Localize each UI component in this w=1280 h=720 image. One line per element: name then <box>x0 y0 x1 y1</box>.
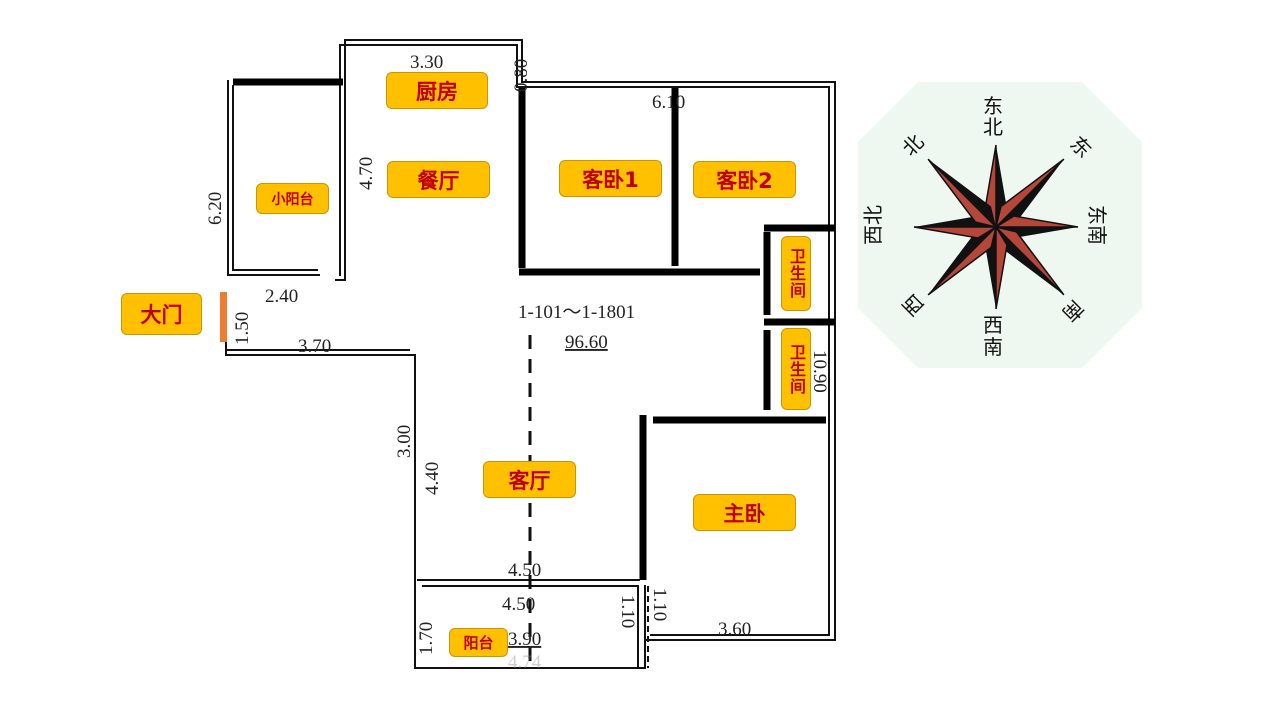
room-label-kitchen: 厨房 <box>386 72 488 109</box>
entrance-door <box>220 292 227 342</box>
dim-left-depth: 6.20 <box>205 192 226 225</box>
dim-right-depth: 10.90 <box>809 350 830 393</box>
dim-balcony-side: 1.10 <box>617 595 638 628</box>
dim-living-depth-b: 4.40 <box>422 462 443 495</box>
dim-outer-width: 4.74 <box>508 652 542 673</box>
compass-point-nw-red <box>913 226 999 239</box>
dim-door-width: 1.50 <box>232 312 253 345</box>
room-label-balcony: 阳台 <box>449 628 508 657</box>
dim-balcony-width-b: 3.90 <box>508 629 541 650</box>
compass-point-se-red <box>993 215 1079 228</box>
dim-kitchen-width: 3.30 <box>410 52 443 73</box>
compass-southwest-1: 西 <box>983 313 1003 337</box>
room-label-guest-bedroom-2: 客卧2 <box>693 161 796 198</box>
compass-southeast-label: 东南 <box>1085 205 1109 245</box>
room-label-guest-bedroom-1: 客卧1 <box>559 160 662 197</box>
dim-entry-width: 3.70 <box>298 336 331 357</box>
dim-master-width: 3.60 <box>718 619 751 640</box>
compass-point-s-red <box>993 225 1065 296</box>
compass-southwest-2: 南 <box>983 335 1003 359</box>
dim-bedrooms-width: 6.10 <box>652 92 685 113</box>
room-label-bathroom-2: 卫生间 <box>781 328 811 410</box>
dim-step: 0.80 <box>511 59 532 92</box>
inner-walls <box>233 78 835 580</box>
dim-dining-depth: 4.70 <box>356 157 377 190</box>
room-label-entrance: 大门 <box>121 293 202 335</box>
room-label-master-bedroom: 主卧 <box>693 494 796 531</box>
compass-northwest-label: 西北 <box>861 205 885 245</box>
compass-point-n-red <box>927 158 999 229</box>
area: 96.60 <box>565 332 608 353</box>
dim-balcony-depth: 1.70 <box>416 622 437 655</box>
dim-living-depth-a: 3.00 <box>394 425 415 458</box>
dim-master-side: 1.10 <box>649 588 670 621</box>
room-label-small-balcony: 小阳台 <box>256 183 329 214</box>
unit-range: 1-101～1-1801 <box>518 302 635 323</box>
room-label-living-room: 客厅 <box>483 461 576 498</box>
dim-small-balcony-width: 2.40 <box>265 286 298 307</box>
compass-point-w-red <box>927 224 998 296</box>
compass-northeast-2: 北 <box>983 115 1003 139</box>
compass-point-e-red <box>994 158 1065 230</box>
outer-walls <box>225 39 836 669</box>
room-label-bathroom-1: 卫生间 <box>781 236 811 311</box>
compass-northeast-1: 东 <box>983 94 1003 118</box>
compass-point-sw-red <box>995 224 1008 310</box>
dim-living-width: 4.50 <box>508 560 541 581</box>
room-label-dining: 餐厅 <box>387 161 490 198</box>
dim-balcony-width-a: 4.50 <box>502 594 535 615</box>
compass: 东 东北 北 东 东南 南 西 南 西 西北 北 <box>858 82 1142 368</box>
